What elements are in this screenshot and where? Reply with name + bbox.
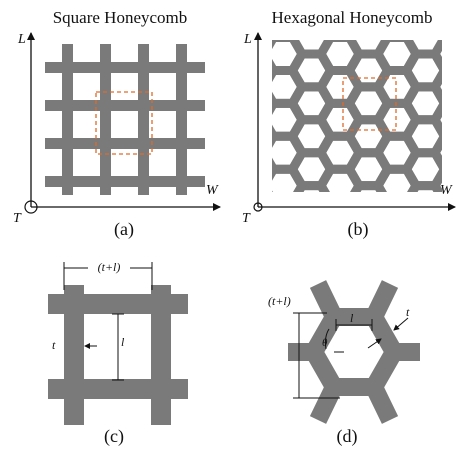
caption-b: (b) bbox=[348, 219, 369, 240]
t-axis-label: T bbox=[242, 211, 251, 226]
pitch-label: (t+l) bbox=[98, 260, 121, 274]
hex-cell bbox=[429, 131, 442, 174]
unit-cell-outline bbox=[95, 91, 153, 155]
t-axis-origin bbox=[253, 202, 263, 212]
hexagonal-grid bbox=[272, 40, 442, 192]
caption-c: (c) bbox=[104, 426, 124, 447]
w-axis-label: W bbox=[440, 183, 453, 198]
thickness-label: t bbox=[52, 338, 56, 352]
square-honeycomb-panel: L W T (a) bbox=[13, 32, 221, 240]
hexagonal-honeycomb-panel: L W T (b) bbox=[242, 32, 456, 240]
thickness-label: t bbox=[406, 305, 410, 319]
hex-cell bbox=[429, 98, 442, 141]
length-label: l bbox=[350, 311, 354, 325]
hex-cell bbox=[429, 66, 442, 108]
square-honeycomb-title: Square Honeycomb bbox=[53, 8, 188, 27]
w-axis-label: W bbox=[206, 183, 219, 198]
square-unit-cell bbox=[48, 285, 188, 425]
hex-cell bbox=[429, 40, 442, 75]
t-axis-label: T bbox=[13, 211, 22, 226]
thickness-arrow bbox=[393, 317, 409, 331]
hexagonal-unit-cell bbox=[288, 280, 420, 424]
pitch-label: (t+l) bbox=[268, 294, 291, 308]
angle-arc bbox=[324, 328, 330, 350]
length-label: l bbox=[121, 335, 125, 349]
thickness-arrow bbox=[367, 338, 382, 349]
caption-d: (d) bbox=[337, 426, 358, 447]
hexagonal-unit-cell-detail: (t+l) l θ t (d) bbox=[268, 280, 420, 447]
t-axis-origin bbox=[24, 200, 38, 214]
hex-cell bbox=[429, 164, 442, 192]
square-grid bbox=[45, 44, 205, 195]
caption-a: (a) bbox=[114, 219, 134, 240]
hexagonal-honeycomb-title: Hexagonal Honeycomb bbox=[272, 8, 433, 27]
square-unit-cell-detail: (t+l) l t (c) bbox=[48, 259, 188, 447]
unit-cell-outline bbox=[342, 77, 397, 131]
l-axis-label: L bbox=[243, 32, 252, 47]
l-axis-label: L bbox=[17, 32, 26, 47]
angle-label: θ bbox=[322, 337, 328, 349]
